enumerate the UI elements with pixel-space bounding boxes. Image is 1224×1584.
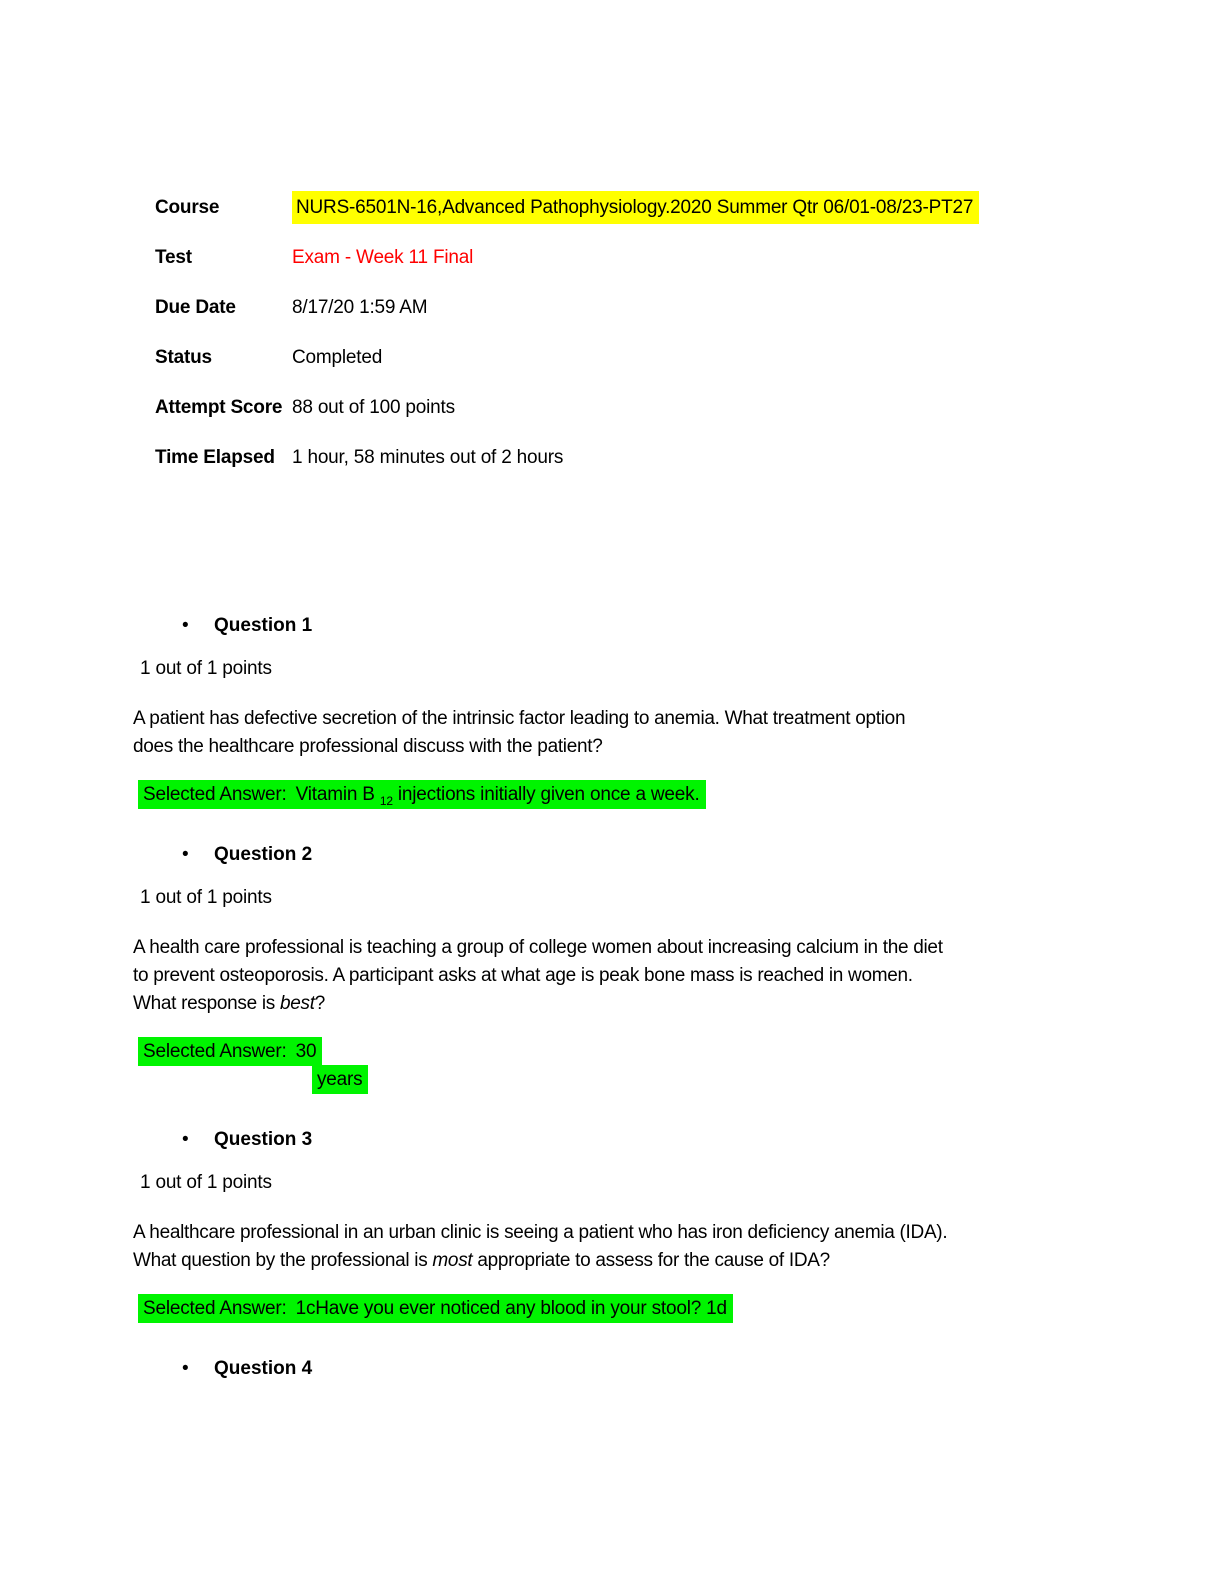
question-body-line: A health care professional is teaching a… bbox=[133, 937, 943, 958]
selected-answer-highlight: Selected Answer: 30 bbox=[138, 1037, 323, 1066]
selected-answer-line: Selected Answer: 30 bbox=[138, 1037, 1073, 1066]
question-4-title: Question 4 bbox=[214, 1358, 313, 1379]
course-value-highlight: NURS-6501N-16,Advanced Pathophysiology.2… bbox=[292, 191, 980, 224]
question-4-heading: • Question 4 bbox=[133, 1358, 1073, 1379]
selected-answer-highlight: Selected Answer: Vitamin B 12 injections … bbox=[138, 780, 706, 809]
selected-answer-text: 30 bbox=[295, 1041, 317, 1062]
question-body-line: to prevent osteoporosis. A participant a… bbox=[133, 965, 913, 986]
question-2-title: Question 2 bbox=[214, 844, 313, 865]
selected-answer-label: Selected Answer: bbox=[143, 784, 287, 805]
course-label: Course bbox=[155, 197, 220, 218]
status-value: Completed bbox=[292, 347, 383, 368]
question-2-body: A health care professional is teaching a… bbox=[133, 934, 1073, 1018]
question-3-body: A healthcare professional in an urban cl… bbox=[133, 1219, 1073, 1275]
question-1-body: A patient has defective secretion of the… bbox=[133, 705, 1073, 761]
time-elapsed-label: Time Elapsed bbox=[155, 447, 275, 468]
question-1-selected-answer: Selected Answer: Vitamin B 12 injections … bbox=[133, 780, 1073, 809]
meta-row-attempt-score: Attempt Score 88 out of 100 points bbox=[133, 397, 1073, 418]
attempt-score-value: 88 out of 100 points bbox=[292, 397, 455, 418]
meta-row-test: Test Exam - Week 11 Final bbox=[133, 247, 1073, 268]
document-page: Course NURS-6501N-16,Advanced Pathophysi… bbox=[133, 191, 1073, 1379]
question-3-heading: • Question 3 bbox=[133, 1129, 1073, 1150]
selected-answer-highlight: years bbox=[312, 1065, 369, 1094]
time-elapsed-value: 1 hour, 58 minutes out of 2 hours bbox=[292, 447, 564, 468]
question-2-heading: • Question 2 bbox=[133, 844, 1073, 865]
question-2-selected-answer: Selected Answer: 30 years bbox=[133, 1037, 1073, 1094]
question-1-title: Question 1 bbox=[214, 615, 313, 636]
selected-answer-label: Selected Answer: bbox=[143, 1298, 287, 1319]
subscript-12: 12 bbox=[379, 793, 393, 808]
test-value: Exam - Week 11 Final bbox=[292, 247, 474, 268]
due-date-value: 8/17/20 1:59 AM bbox=[292, 297, 428, 318]
questions-list: • Question 1 1 out of 1 points A patient … bbox=[133, 615, 1073, 1379]
test-label: Test bbox=[155, 247, 192, 268]
question-3-points: 1 out of 1 points bbox=[140, 1172, 272, 1193]
question-body-line: What response is best? bbox=[133, 993, 325, 1014]
meta-row-due-date: Due Date 8/17/20 1:59 AM bbox=[133, 297, 1073, 318]
italic-word: best bbox=[279, 993, 315, 1014]
bullet-icon: • bbox=[182, 1358, 189, 1379]
selected-answer-text: 1cHave you ever noticed any blood in you… bbox=[295, 1298, 728, 1319]
question-3-title: Question 3 bbox=[214, 1129, 313, 1150]
question-1-heading: • Question 1 bbox=[133, 615, 1073, 636]
question-body-line: A patient has defective secretion of the… bbox=[133, 708, 906, 729]
question-3-block: • Question 3 1 out of 1 points A healthca… bbox=[133, 1129, 1073, 1323]
question-1-points: 1 out of 1 points bbox=[140, 658, 272, 679]
selected-answer-highlight: Selected Answer: 1cHave you ever noticed … bbox=[138, 1294, 733, 1323]
course-value: NURS-6501N-16,Advanced Pathophysiology.2… bbox=[292, 191, 980, 224]
question-3-selected-answer: Selected Answer: 1cHave you ever noticed … bbox=[133, 1294, 1073, 1323]
question-body-line: What question by the professional is mos… bbox=[133, 1250, 830, 1271]
selected-answer-label: Selected Answer: bbox=[143, 1041, 287, 1062]
selected-answer-text: Vitamin B 12 injections initially given … bbox=[295, 784, 700, 808]
question-1-block: • Question 1 1 out of 1 points A patient … bbox=[133, 615, 1073, 809]
meta-row-time-elapsed: Time Elapsed 1 hour, 58 minutes out of 2… bbox=[133, 447, 1073, 468]
italic-word: most bbox=[432, 1250, 473, 1271]
question-body-line: A healthcare professional in an urban cl… bbox=[133, 1222, 948, 1243]
question-body-line: does the healthcare professional discuss… bbox=[133, 736, 603, 757]
question-2-points: 1 out of 1 points bbox=[140, 887, 272, 908]
due-date-label: Due Date bbox=[155, 297, 236, 318]
bullet-icon: • bbox=[182, 615, 189, 636]
status-label: Status bbox=[155, 347, 212, 368]
question-4-block: • Question 4 bbox=[133, 1358, 1073, 1379]
bullet-icon: • bbox=[182, 844, 189, 865]
question-2-block: • Question 2 1 out of 1 points A health c… bbox=[133, 844, 1073, 1094]
exam-meta: Course NURS-6501N-16,Advanced Pathophysi… bbox=[133, 191, 1073, 468]
selected-answer-line: years bbox=[312, 1065, 1073, 1094]
bullet-icon: • bbox=[182, 1129, 189, 1150]
meta-row-course: Course NURS-6501N-16,Advanced Pathophysi… bbox=[133, 191, 1073, 224]
attempt-score-label: Attempt Score bbox=[155, 397, 283, 418]
meta-row-status: Status Completed bbox=[133, 347, 1073, 368]
